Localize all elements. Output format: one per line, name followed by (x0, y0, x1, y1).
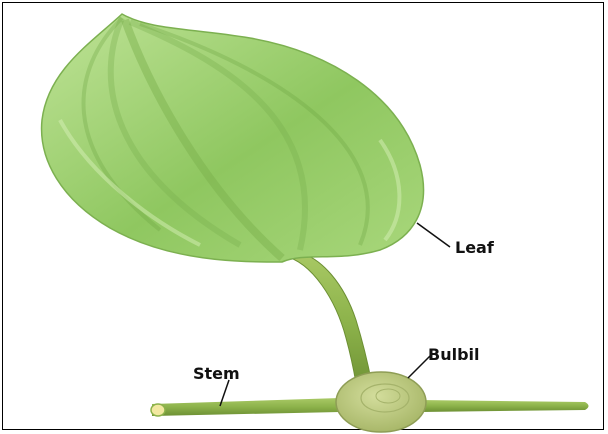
stem-label: Stem (193, 364, 240, 383)
petiole (284, 252, 374, 396)
bulbil (336, 372, 426, 432)
bulbil-leader-line (408, 356, 430, 378)
leaf-leader-line (417, 223, 450, 247)
leaf (42, 14, 424, 262)
bulbil-label: Bulbil (428, 345, 480, 364)
stem-tip (151, 404, 165, 416)
leaf-label: Leaf (455, 238, 495, 257)
